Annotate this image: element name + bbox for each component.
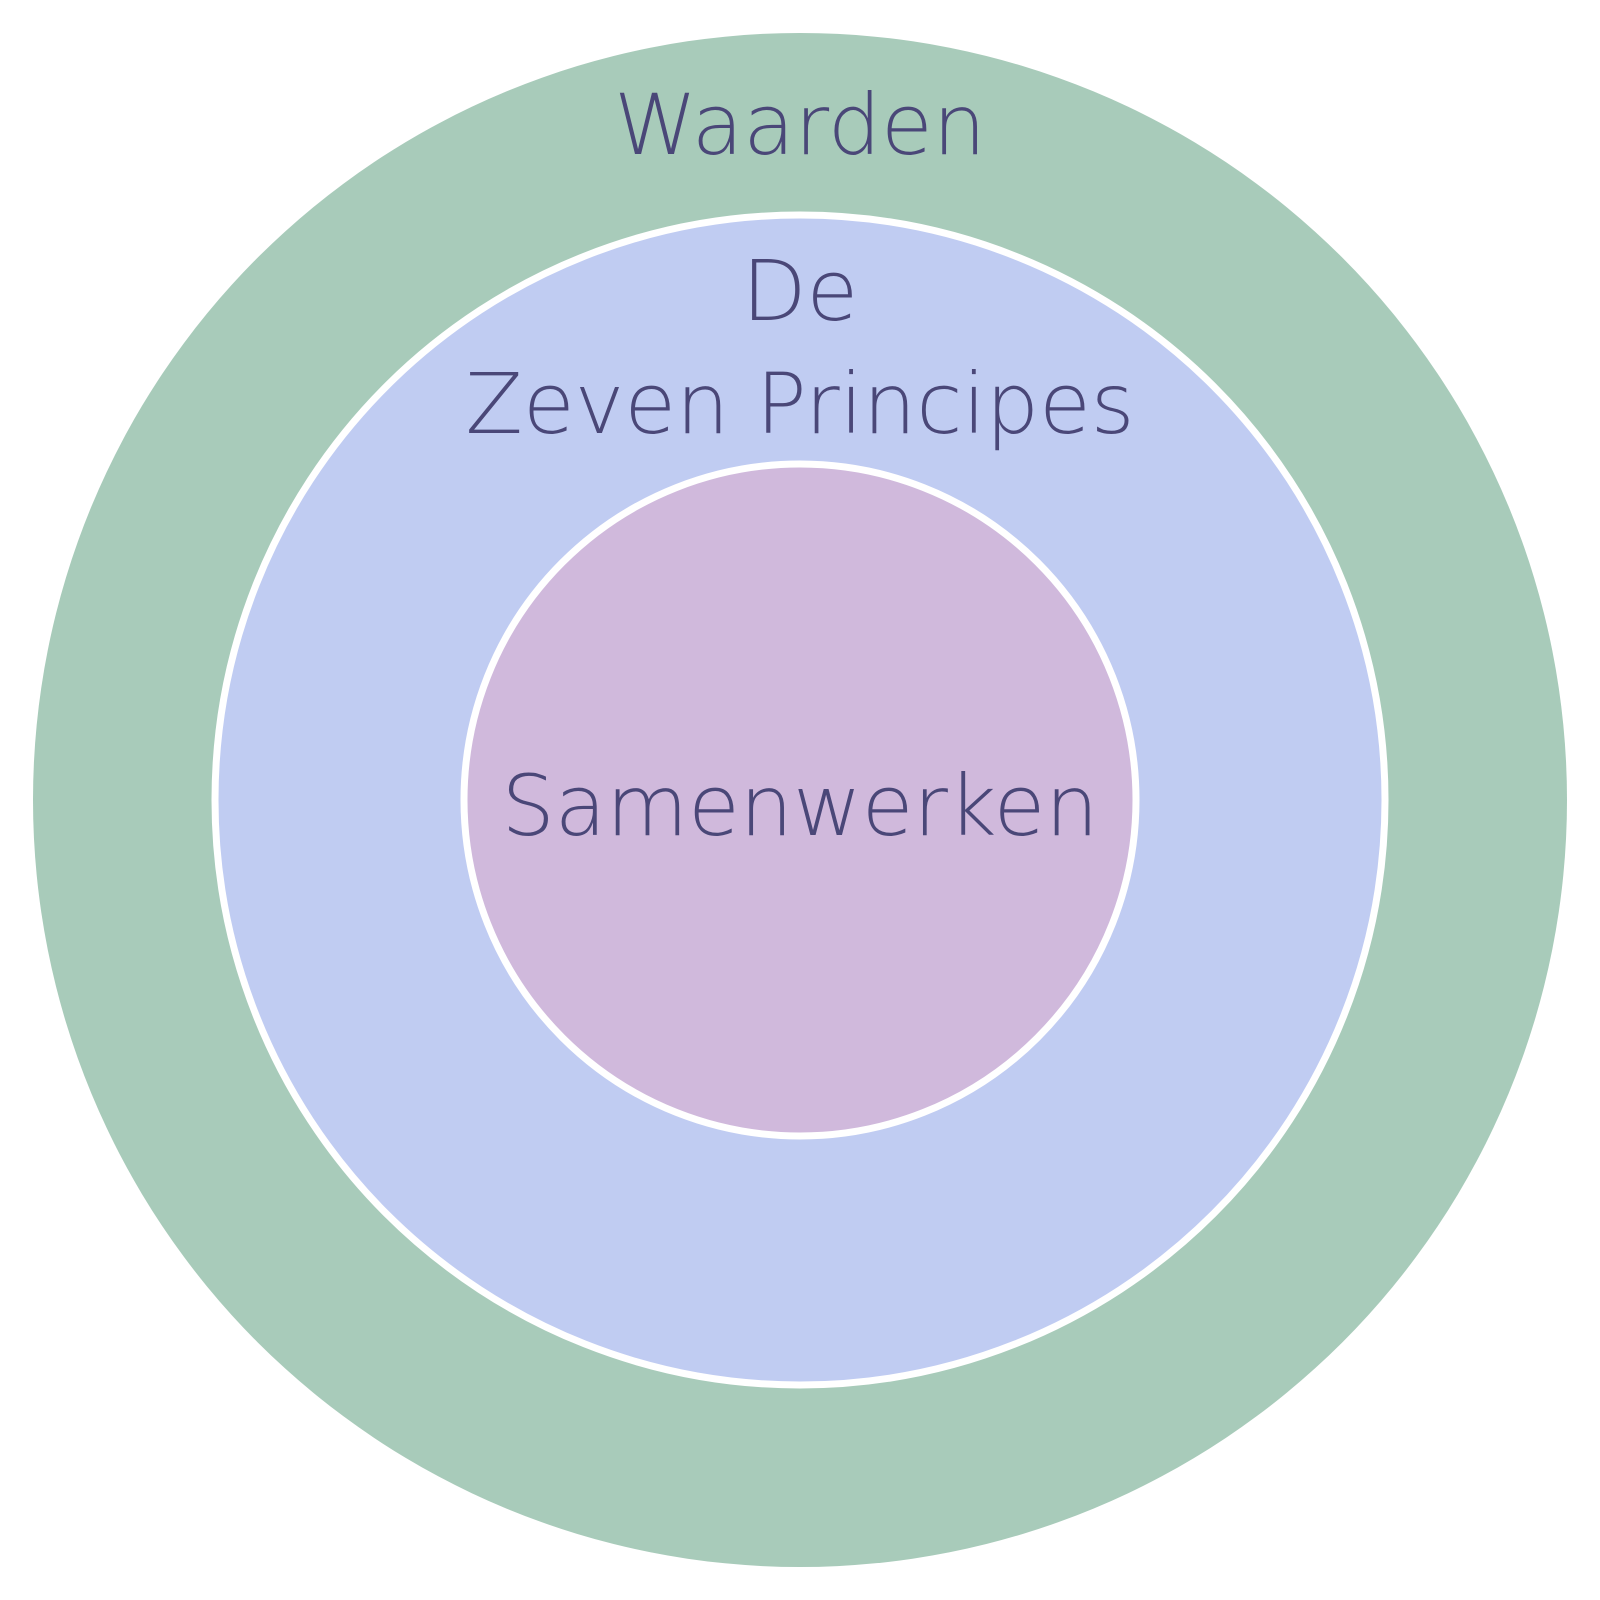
- ring-inner: [460, 460, 1140, 1140]
- label-samenwerken: Samenwerken: [501, 757, 1098, 855]
- label-zeven-principes: Zeven Principes: [465, 355, 1134, 453]
- label-de: De: [742, 242, 858, 340]
- label-waarden: Waarden: [614, 76, 986, 174]
